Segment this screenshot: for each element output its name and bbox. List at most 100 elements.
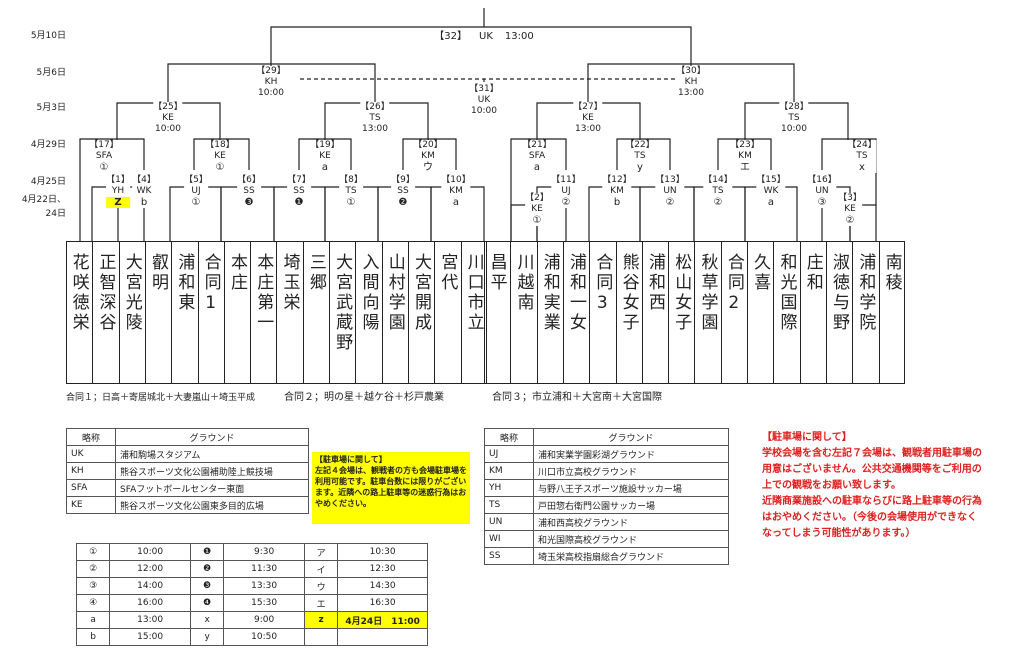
- match-time: b: [613, 197, 621, 208]
- match-number: 【24】: [847, 140, 877, 150]
- parking-red-line: 用意はございません。公共交通機関等をご利用の: [762, 464, 982, 475]
- ground-header-cell: グラウンド: [115, 428, 309, 446]
- ground-header-cell: 略称: [484, 428, 534, 446]
- match-number: 【8】: [339, 175, 363, 185]
- time-cell: a: [75, 611, 111, 629]
- team-name: 川越南: [513, 253, 534, 313]
- match-number: 【25】: [153, 102, 183, 112]
- team-name: 大宮武蔵野: [332, 253, 353, 353]
- ground-cell: KH: [66, 462, 116, 480]
- match-number: 【19】: [310, 140, 340, 150]
- team-name: 浦和学院: [855, 253, 876, 333]
- match-venue: SS: [293, 186, 305, 196]
- team-name: 叡明: [148, 253, 169, 293]
- match-time: 10:00: [258, 88, 284, 98]
- match-number: 【5】: [184, 175, 208, 185]
- team-name: 本庄: [226, 253, 247, 293]
- team-cell: 合同1: [197, 241, 224, 384]
- team-name: 本庄第一: [253, 253, 274, 333]
- team-name: 宮代: [437, 253, 458, 293]
- team-name: 浦和西: [644, 253, 665, 313]
- ground-cell: UN: [484, 513, 534, 531]
- match-venue: KH: [264, 77, 278, 87]
- ground-cell: WI: [484, 530, 534, 548]
- match-time: 13:00: [678, 88, 704, 98]
- match-venue: UJ: [191, 186, 201, 196]
- ground-cell: UK: [66, 445, 116, 463]
- match-time: x: [859, 162, 865, 173]
- match-number: 【6】: [237, 175, 261, 185]
- match-venue: KE: [582, 113, 594, 123]
- time-cell: 10:00: [109, 543, 191, 561]
- match-time: ①: [346, 197, 356, 208]
- match-time: ②: [665, 197, 675, 208]
- bracket-lines: [79, 8, 877, 241]
- match-venue: WK: [763, 186, 779, 196]
- ground-cell: UJ: [484, 445, 534, 463]
- match-venue: UJ: [561, 186, 571, 196]
- match-venue: YH: [111, 186, 125, 196]
- match-time: ①: [191, 197, 201, 208]
- match-venue: TS: [345, 186, 357, 196]
- team-cell: 花咲徳栄: [66, 241, 92, 384]
- match-number: 【16】: [807, 175, 837, 185]
- team-name: 合同3: [592, 253, 613, 316]
- match-venue: TS: [634, 151, 646, 161]
- team-name: 浦和東: [174, 253, 195, 313]
- parking-note-red: 【駐車場に関して】 学校会場を含む左記７会場は、観戦者用駐車場の用意はございませ…: [762, 430, 982, 542]
- match-time: a: [767, 197, 775, 208]
- parking-note-body: 左記４会場は、観戦者の方も会場駐車場を利用可能です。駐車台数には限りがございます…: [315, 466, 467, 508]
- time-cell: 16:00: [109, 594, 191, 612]
- match-venue: UN: [815, 186, 829, 196]
- ground-cell: 熊谷スポーツ文化公園補助陸上競技場: [115, 462, 309, 480]
- date-may6: 5月6日: [36, 68, 66, 78]
- match-time: 13:00: [575, 124, 601, 134]
- match-venue: TS: [856, 151, 868, 161]
- match-time: a: [321, 162, 329, 173]
- time-cell: 13:00: [109, 611, 191, 629]
- match-time: ②: [713, 197, 723, 208]
- ground-cell: 浦和西高校グラウンド: [533, 513, 729, 531]
- match-venue: TS: [788, 113, 800, 123]
- parking-red-line: はおやめください。（今後の会場使用ができなく: [762, 512, 977, 523]
- match-number: 【27】: [573, 102, 603, 112]
- time-cell: ①: [75, 543, 111, 561]
- match-venue: UK: [479, 31, 493, 42]
- match-number: 【21】: [522, 140, 552, 150]
- time-cell: 14:30: [337, 577, 428, 595]
- match-venue: TS: [369, 113, 381, 123]
- match-time: 13:00: [362, 124, 388, 134]
- time-cell: ③: [75, 577, 111, 595]
- time-cell: x: [189, 611, 225, 629]
- team-name: 熊谷女子: [618, 253, 639, 333]
- team-cell: 大宮武蔵野: [329, 241, 355, 384]
- team-cell: 入間向陽: [355, 241, 381, 384]
- match-time: 10:00: [155, 124, 181, 134]
- time-cell: 12:30: [337, 560, 428, 578]
- team-cell: 浦和西: [641, 241, 668, 384]
- team-cell: 昌平: [484, 241, 510, 384]
- match-number: 【18】: [205, 140, 235, 150]
- parking-red-line: なってしまう可能性があります。）: [762, 528, 916, 539]
- match-venue: UN: [663, 186, 677, 196]
- match-number: 【17】: [89, 140, 119, 150]
- match-venue: KH: [684, 77, 698, 87]
